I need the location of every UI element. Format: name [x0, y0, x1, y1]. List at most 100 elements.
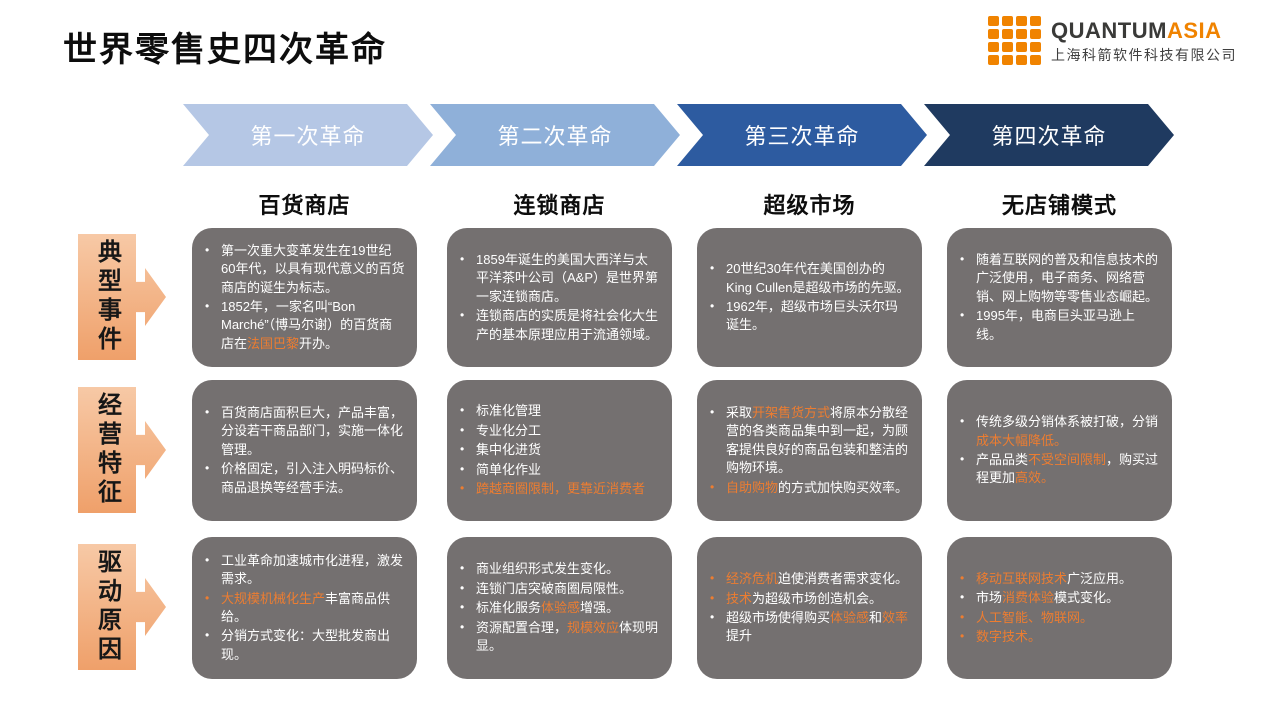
bullet-dot-icon: • — [205, 404, 210, 419]
bullet-dot-icon: • — [710, 571, 715, 586]
brand-primary: QUANTUM — [1051, 18, 1167, 44]
row-label-typical-events: 典型事件 — [78, 234, 166, 360]
bullet-item: •标准化管理 — [460, 402, 660, 420]
bullet-item: •移动互联网技术广泛应用。 — [960, 570, 1160, 588]
bullet-text: 第一次重大变革发生在19世纪60年代，以具有现代意义的百货商店的诞生为标志。 — [221, 242, 405, 295]
bullet-item: •大规模机械化生产丰富商品供给。 — [205, 590, 405, 627]
bullet-text: 市场消费体验模式变化。 — [976, 590, 1120, 606]
info-card-r2c2: •标准化管理•专业化分工•集中化进货•简单化作业•跨越商圈限制，更靠近消费者 — [447, 380, 672, 521]
bullet-text: 资源配置合理，规模效应体现明显。 — [476, 619, 659, 654]
company-logo: QUANTUMASIA 上海科箭软件科技有限公司 — [988, 16, 1237, 65]
logo-tile-icon — [1002, 29, 1013, 39]
info-card-r1c1: •第一次重大变革发生在19世纪60年代，以具有现代意义的百货商店的诞生为标志。•… — [192, 228, 417, 367]
bullet-text: 1995年，电商巨头亚马逊上线。 — [976, 308, 1135, 342]
stage-label: 第三次革命 — [744, 124, 860, 149]
bullet-dot-icon: • — [460, 461, 465, 476]
logo-tile-icon — [1030, 29, 1041, 39]
bullet-text: 人工智能、物联网。 — [976, 609, 1094, 625]
bullet-text: 1859年诞生的美国大西洋与太平洋茶叶公司（A&P）是世界第一家连锁商店。 — [476, 251, 659, 304]
bullet-item: •市场消费体验模式变化。 — [960, 589, 1160, 607]
logo-tile-icon — [988, 42, 999, 52]
info-card-r2c3: •采取开架售货方式将原本分散经营的各类商品集中到一起，为顾客提供良好的商品包装和… — [697, 380, 922, 521]
bullet-text: 自助购物的方式加快购买效率。 — [726, 479, 909, 495]
column-header-chain-store: 连锁商店 — [513, 193, 606, 218]
bullet-dot-icon: • — [460, 619, 465, 634]
bullet-dot-icon: • — [710, 404, 715, 419]
info-card-r1c2: •1859年诞生的美国大西洋与太平洋茶叶公司（A&P）是世界第一家连锁商店。•连… — [447, 228, 672, 367]
bullet-text: 简单化作业 — [476, 461, 542, 477]
stage-label: 第二次革命 — [497, 124, 613, 149]
row-label-text: 驱动原因 — [93, 549, 121, 665]
column-header-supermarket: 超级市场 — [763, 193, 856, 218]
bullet-item: •采取开架售货方式将原本分散经营的各类商品集中到一起，为顾客提供良好的商品包装和… — [710, 404, 910, 478]
logo-text: QUANTUMASIA 上海科箭软件科技有限公司 — [1051, 18, 1237, 62]
bullet-dot-icon: • — [460, 403, 465, 418]
bullet-item: • 自助购物的方式加快购买效率。 — [710, 479, 910, 497]
bullet-text: 价格固定，引入注入明码标价、商品退换等经营手法。 — [221, 461, 404, 495]
bullet-dot-icon: • — [710, 610, 715, 624]
stage-arrow-3: 第三次革命 — [677, 104, 927, 166]
bullet-text: 标准化服务体验感增强。 — [476, 600, 620, 616]
bullet-item: • 随着互联网的普及和信息技术的广泛使用，电子商务、网络营销、网上购物等零售业态崛… — [960, 251, 1160, 306]
bullet-text: 专业化分工 — [476, 422, 542, 438]
logo-tile-icon — [1030, 16, 1041, 26]
info-card-r3c4: •移动互联网技术广泛应用。•市场消费体验模式变化。 • 人工智能、物联网。 •数字技术… — [947, 537, 1172, 679]
bullet-item: • 标准化服务体验感增强。 — [460, 599, 660, 617]
bullet-item: • 连锁门店突破商圈局限性。 — [460, 580, 660, 598]
row-label-driving-causes: 驱动原因 — [78, 544, 166, 670]
stage-label: 第四次革命 — [991, 124, 1107, 149]
bullet-text: 技术为超级市场创造机会。 — [726, 590, 883, 606]
bullet-dot-icon: • — [960, 452, 965, 466]
bullet-item: • 1995年，电商巨头亚马逊上线。 — [960, 307, 1160, 344]
bullet-text: 集中化进货 — [476, 442, 542, 458]
bullet-dot-icon: • — [205, 628, 210, 643]
bullet-item: • 技术为超级市场创造机会。 — [710, 590, 910, 608]
bullet-dot-icon: • — [460, 580, 465, 595]
bullet-text: 1852年，一家名叫“Bon Marché”（博马尔谢）的百货商店在法国巴黎开办… — [221, 299, 393, 351]
stage-arrow-4: 第四次革命 — [924, 104, 1174, 166]
bullet-item: •分销方式变化：大型批发商出现。 — [205, 627, 405, 664]
bullet-dot-icon: • — [710, 479, 715, 494]
bullet-text: 连锁门店突破商圈局限性。 — [476, 580, 633, 596]
bullet-dot-icon: • — [460, 442, 465, 457]
info-card-r1c3: •20世纪30年代在美国创办的King Cullen是超级市场的先驱。•1962… — [697, 228, 922, 367]
bullet-dot-icon: • — [710, 590, 715, 605]
brand-name: QUANTUMASIA — [1051, 18, 1237, 43]
bullet-item: • 经济危机迫使消费者需求变化。 — [710, 570, 910, 588]
logo-tile-icon — [1016, 16, 1027, 26]
info-card-r3c2: •商业组织形式发生变化。•连锁门店突破商圈局限性。•标准化服务体验感增强。•资源… — [447, 537, 672, 679]
logo-tile-icon — [1002, 16, 1013, 26]
bullet-item: •价格固定，引入注入明码标价、商品退换等经营手法。 — [205, 460, 405, 497]
bullet-item: •1859年诞生的美国大西洋与太平洋茶叶公司（A&P）是世界第一家连锁商店。 — [460, 251, 660, 306]
row-label-text: 经营特征 — [93, 392, 121, 508]
row-label-text: 典型事件 — [93, 239, 121, 355]
logo-tile-icon — [988, 16, 999, 26]
logo-tile-icon — [1030, 55, 1041, 65]
logo-tile-icon — [1002, 42, 1013, 52]
bullet-item: •数字技术。 — [960, 628, 1160, 646]
bullet-text: 产品品类不受空间限制，购买过程更加高效。 — [976, 452, 1159, 486]
bullet-text: 商业组织形式发生变化。 — [476, 561, 620, 577]
bullet-item: •第一次重大变革发生在19世纪60年代，以具有现代意义的百货商店的诞生为标志。 — [205, 242, 405, 297]
bullet-text: 工业革命加速城市化进程，激发需求。 — [221, 552, 404, 587]
bullet-item: • 集中化进货 — [460, 441, 660, 459]
bullet-dot-icon: • — [960, 308, 965, 323]
bullet-dot-icon: • — [960, 251, 965, 266]
logo-tile-icon — [1016, 55, 1027, 65]
column-header-storeless: 无店铺模式 — [1001, 193, 1117, 218]
bullet-item: •工业革命加速城市化进程，激发需求。 — [205, 552, 405, 589]
logo-tile-icon — [988, 55, 999, 65]
bullet-text: 随着互联网的普及和信息技术的广泛使用，电子商务、网络营销、网上购物等零售业态崛起… — [976, 251, 1159, 304]
bullet-text: 经济危机迫使消费者需求变化。 — [726, 571, 909, 587]
bullet-dot-icon: • — [960, 609, 965, 624]
info-card-r2c4: •传统多级分销体系被打破，分销成本大幅降低。•产品品类不受空间限制，购买过程更加… — [947, 380, 1172, 521]
logo-tile-icon — [1016, 29, 1027, 39]
bullet-dot-icon: • — [460, 600, 465, 615]
bullet-item: •连锁商店的实质是将社会化大生产的基本原理应用于流通领域。 — [460, 307, 660, 344]
bullet-dot-icon: • — [460, 308, 465, 323]
stage-label: 第一次革命 — [250, 124, 366, 149]
bullet-text: 20世纪30年代在美国创办的King Cullen是超级市场的先驱。 — [726, 261, 910, 295]
stage-arrow-2: 第二次革命 — [430, 104, 680, 166]
logo-tile-icon — [1030, 42, 1041, 52]
bullet-item: •百货商店面积巨大，产品丰富，分设若干商品部门，实施一体化管理。 — [205, 404, 405, 459]
